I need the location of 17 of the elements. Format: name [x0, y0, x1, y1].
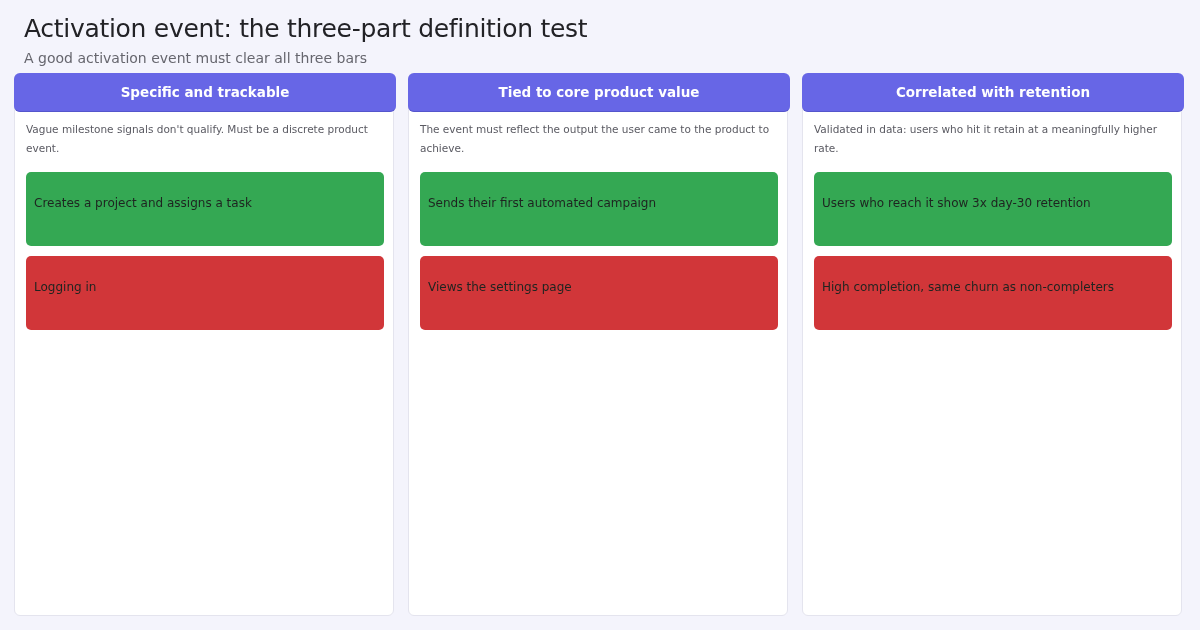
- title: Activation event: the three-part definition test: [24, 14, 588, 43]
- good-example-card: Users who reach it show 3x day-30 retention: [814, 172, 1172, 246]
- good-example-card: Sends their first automated campaign: [420, 172, 778, 246]
- description-text: The event must reflect the output the user came to the product to achieve.: [420, 122, 771, 156]
- bad-example-card: Views the settings page: [420, 256, 778, 330]
- column-header: Tied to core product value: [408, 73, 790, 112]
- good-example-card: Creates a project and assigns a task: [26, 172, 384, 246]
- column-panel: [14, 73, 394, 616]
- column-header: Specific and trackable: [14, 73, 396, 112]
- bad-example-card: Logging in: [26, 256, 384, 330]
- bad-example-card: High completion, same churn as non-completers: [814, 256, 1172, 330]
- column-header: Correlated with retention: [802, 73, 1184, 112]
- column-panel: [802, 73, 1182, 616]
- description-text: Validated in data: users who hit it retain at a meaningfully higher rate.: [814, 122, 1158, 156]
- description-text: Vague milestone signals don't qualify. Must be a discrete product event.: [26, 122, 369, 156]
- subtitle: A good activation event must clear all three bars: [24, 50, 368, 66]
- column-panel: [408, 73, 788, 616]
